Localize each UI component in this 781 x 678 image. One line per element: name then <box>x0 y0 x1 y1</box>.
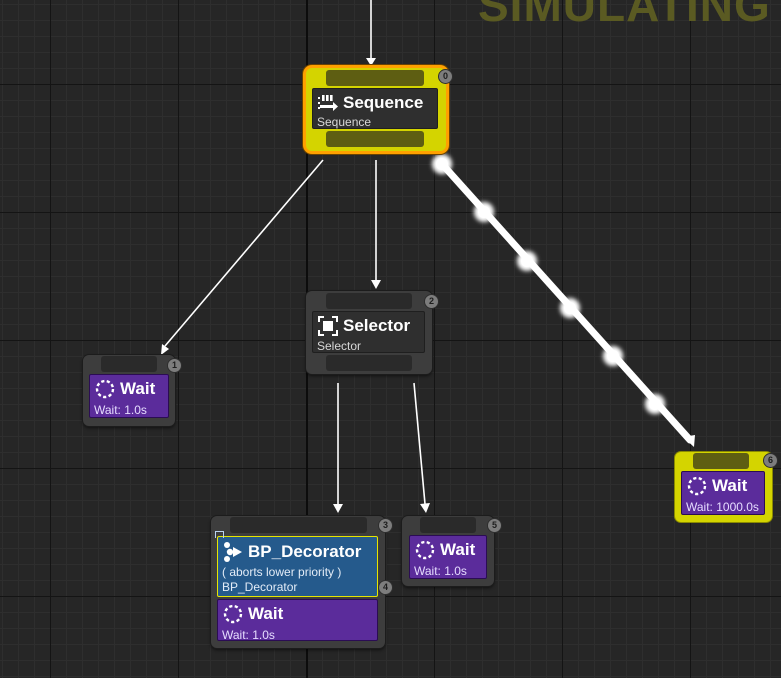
wait4-index-badge: 4 <box>378 580 393 595</box>
sequence-title: Sequence <box>317 92 423 114</box>
wait6-index-badge: 6 <box>763 453 778 468</box>
selector-index-badge: 2 <box>424 294 439 309</box>
wait6-node[interactable]: Wait Wait: 1000.0s 6 <box>675 452 778 522</box>
wait1-node-body[interactable]: Wait Wait: 1.0s <box>89 374 169 418</box>
decorator-icon <box>224 542 242 562</box>
wait5-index-badge: 5 <box>487 518 502 533</box>
wait1-node[interactable]: Wait Wait: 1.0s 1 <box>83 355 182 426</box>
bp-decorator-body[interactable]: BP_Decorator ( aborts lower priority ) B… <box>215 531 378 597</box>
wait5-input-pin[interactable] <box>420 517 476 533</box>
bp-decorator-abort-text: ( aborts lower priority ) <box>222 565 342 579</box>
wait6-input-pin[interactable] <box>693 453 749 469</box>
wait6-subtitle: Wait: 1000.0s <box>686 500 759 514</box>
sequence-node[interactable]: Sequence Sequence 0 <box>306 68 453 151</box>
selector-node-body[interactable]: Selector Selector <box>312 311 425 353</box>
bp-decorator-input-pin[interactable] <box>230 517 367 533</box>
decorator-marker-icon <box>215 531 224 538</box>
selector-node[interactable]: Selector Selector 2 <box>306 291 439 374</box>
wire-selector-to-wait5 <box>413 382 430 513</box>
wait6-title-text: Wait <box>712 476 748 495</box>
wait6-title: Wait <box>686 475 747 497</box>
wait5-node[interactable]: Wait Wait: 1.0s 5 <box>402 516 502 586</box>
selector-title-text: Selector <box>343 316 411 335</box>
sequence-input-pin[interactable] <box>326 70 424 86</box>
wait1-index-badge: 1 <box>167 358 182 373</box>
wire-selector-to-bp-decorator <box>333 383 343 513</box>
wait1-input-pin[interactable] <box>101 356 157 372</box>
wait5-title: Wait <box>414 539 475 561</box>
bp-decorator-title: BP_Decorator <box>222 541 361 563</box>
wait4-subtitle: Wait: 1.0s <box>222 628 275 642</box>
selector-icon <box>318 316 338 336</box>
wait6-node-body[interactable]: Wait Wait: 1000.0s <box>681 471 765 515</box>
wait-icon <box>687 476 707 496</box>
wait-icon <box>95 379 115 399</box>
wire-sequence-to-wait6-active <box>432 154 695 447</box>
wait1-subtitle: Wait: 1.0s <box>94 403 147 417</box>
selector-output-pin[interactable] <box>326 355 412 371</box>
sequence-index-badge: 0 <box>438 69 453 84</box>
wire-sequence-to-wait1 <box>161 159 324 355</box>
wait1-title-text: Wait <box>120 379 156 398</box>
bp-decorator-index-badge: 3 <box>378 518 393 533</box>
wait1-title: Wait <box>94 378 155 400</box>
sequence-icon <box>318 95 338 111</box>
wire-root-to-sequence <box>366 0 376 66</box>
wire-sequence-to-selector <box>371 160 381 289</box>
wait4-title: Wait <box>222 603 283 625</box>
simulating-watermark: SIMULATING <box>478 0 771 31</box>
bp-decorator-wait-node[interactable]: BP_Decorator ( aborts lower priority ) B… <box>211 516 393 648</box>
sequence-subtitle: Sequence <box>317 115 372 129</box>
selector-input-pin[interactable] <box>326 293 412 309</box>
wait4-node-body[interactable]: Wait Wait: 1.0s <box>217 599 378 642</box>
selector-title: Selector <box>317 315 410 337</box>
bp-decorator-subtitle: BP_Decorator <box>222 580 298 594</box>
bp-decorator-title-text: BP_Decorator <box>248 542 362 561</box>
sequence-output-pin[interactable] <box>326 131 424 147</box>
wait-icon <box>415 540 435 560</box>
wait-icon <box>223 604 243 624</box>
sequence-title-text: Sequence <box>343 93 424 112</box>
wait5-node-body[interactable]: Wait Wait: 1.0s <box>409 535 487 579</box>
sequence-node-body[interactable]: Sequence Sequence <box>312 88 438 129</box>
wait4-title-text: Wait <box>248 604 284 623</box>
wait5-subtitle: Wait: 1.0s <box>414 564 467 578</box>
wait5-title-text: Wait <box>440 540 476 559</box>
selector-subtitle: Selector <box>317 339 362 353</box>
